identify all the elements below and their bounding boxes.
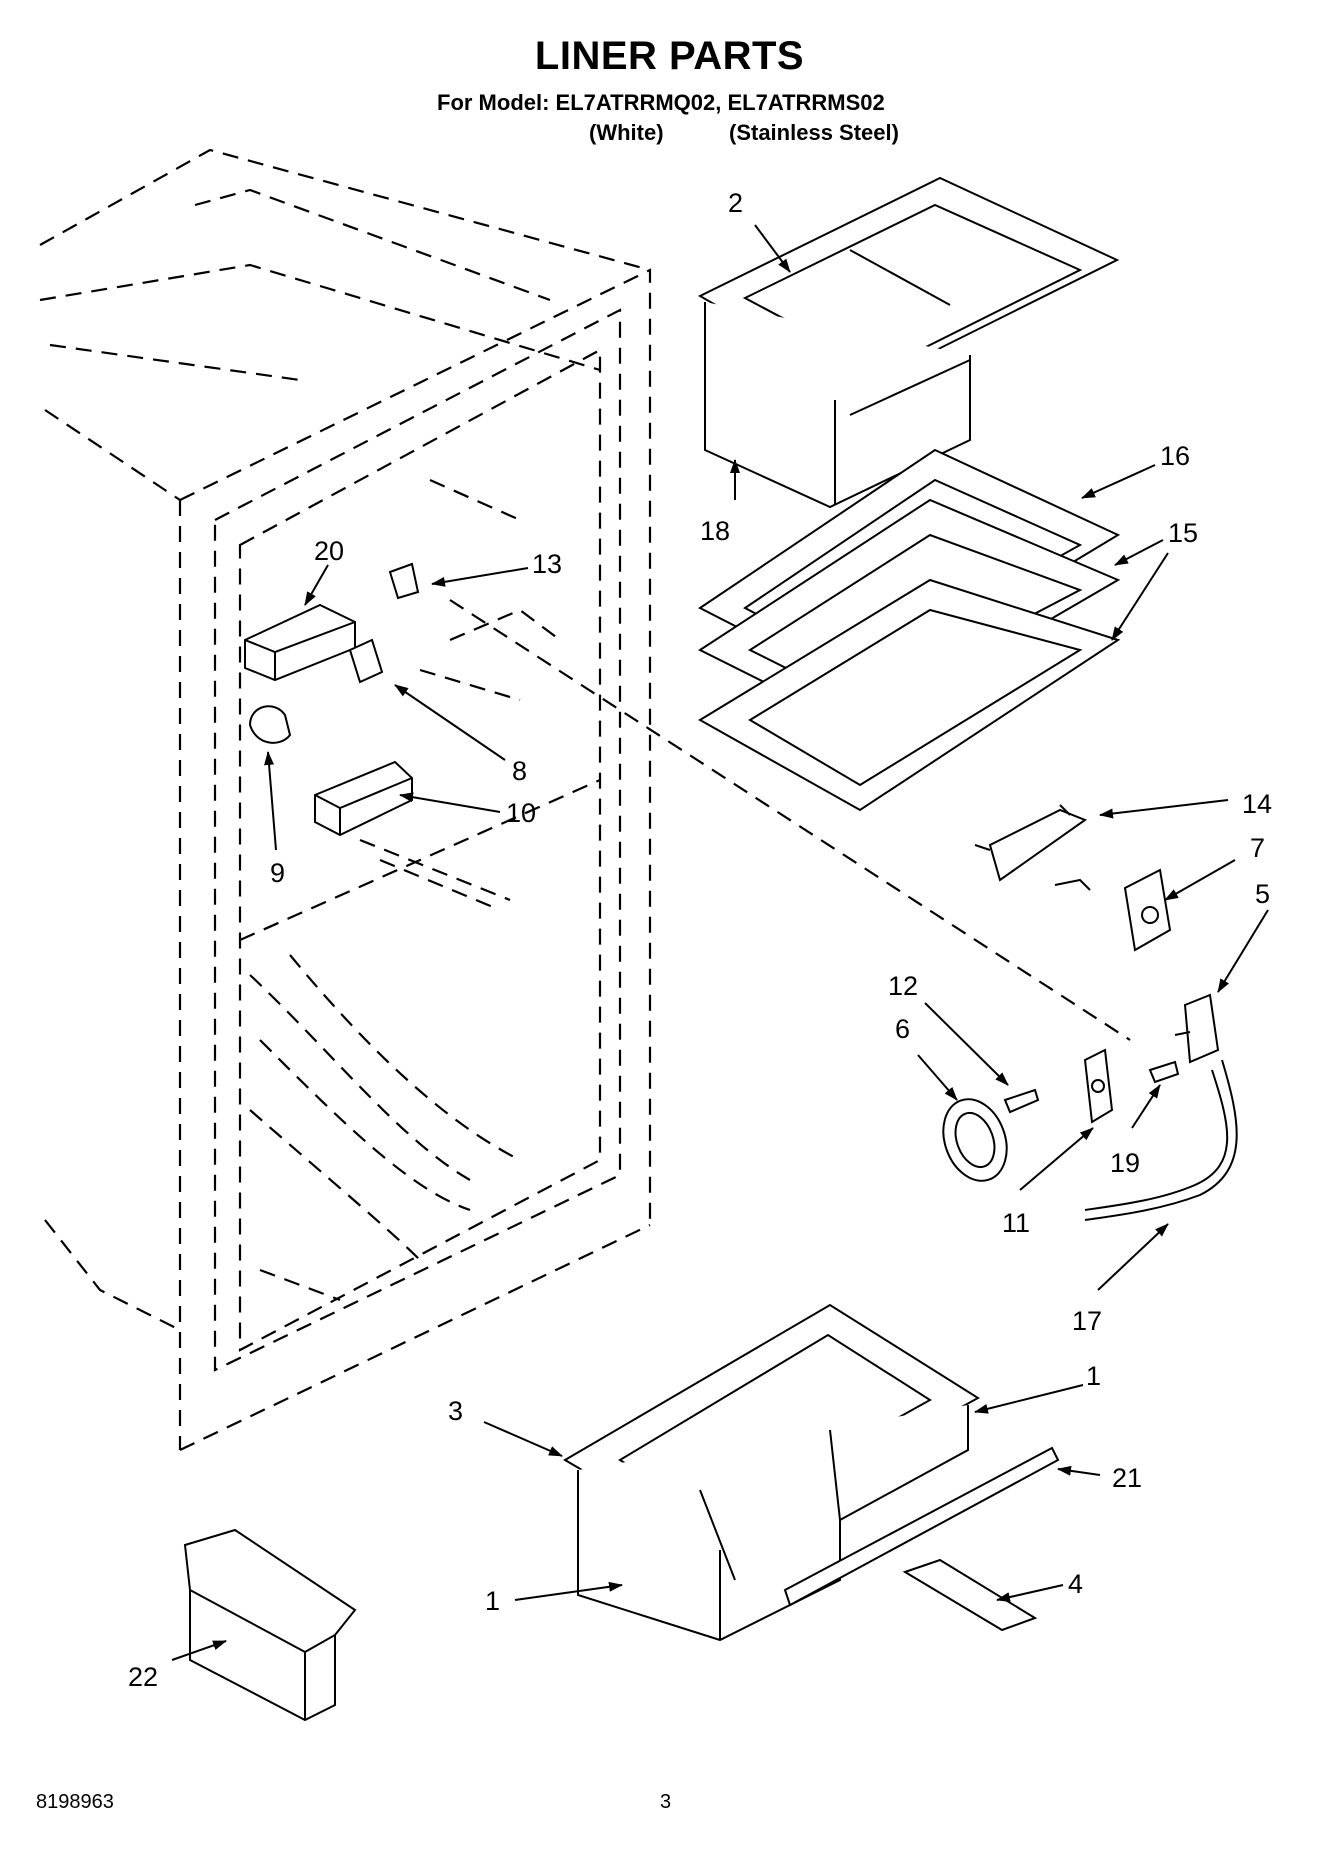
page-title: LINER PARTS — [534, 34, 805, 78]
cabinet-liner-outline — [39, 148, 1131, 1451]
part-17-cord[interactable] — [1084, 1059, 1238, 1221]
part-9-bulb[interactable] — [248, 705, 292, 744]
part-10-shield[interactable] — [314, 760, 413, 837]
part-7-control[interactable] — [1054, 868, 1172, 952]
callout-labels: 2 16 15 18 13 20 8 9 10 14 7 5 12 6 19 1… — [128, 188, 1272, 1692]
part-19-screw[interactable] — [1148, 1060, 1180, 1084]
part-6-knob[interactable] — [932, 1090, 1017, 1189]
part-20-housing[interactable] — [244, 603, 356, 682]
part-13-clip[interactable] — [388, 562, 420, 600]
callout-5: 5 — [1255, 879, 1270, 909]
part-12-screw[interactable] — [1003, 1088, 1040, 1114]
callout-19: 19 — [1110, 1148, 1140, 1178]
callout-8: 8 — [512, 756, 527, 786]
part-4-channel[interactable] — [902, 1558, 1038, 1632]
callout-13: 13 — [532, 549, 562, 579]
callout-9: 9 — [270, 858, 285, 888]
part-15-shelf-frames[interactable] — [697, 498, 1121, 812]
callout-16: 16 — [1160, 441, 1190, 471]
part-21-rail[interactable] — [783, 1446, 1060, 1607]
part-1-pans[interactable] — [577, 1405, 969, 1642]
callout-11: 11 — [1002, 1208, 1030, 1238]
callout-17: 17 — [1072, 1306, 1102, 1336]
callout-21: 21 — [1112, 1463, 1142, 1493]
part-8-socket[interactable] — [348, 638, 384, 684]
callout-7: 7 — [1250, 833, 1265, 863]
callout-3: 3 — [448, 1396, 463, 1426]
callout-4: 4 — [1068, 1569, 1083, 1599]
part-2-pan[interactable] — [697, 176, 1120, 509]
part-14-bracket[interactable] — [974, 804, 1088, 882]
variant-stainless: (Stainless Steel) — [729, 120, 899, 145]
callout-18: 18 — [700, 516, 730, 546]
callout-2: 2 — [728, 188, 743, 218]
callout-15: 15 — [1168, 518, 1198, 548]
document-number: 8198963 — [36, 1791, 114, 1813]
part-5-switch[interactable] — [1174, 993, 1220, 1064]
callout-22: 22 — [128, 1662, 158, 1692]
callout-12: 12 — [888, 971, 918, 1001]
part-11-plate[interactable] — [1083, 1048, 1114, 1124]
callout-1-lower: 1 — [485, 1586, 500, 1616]
page-number: 3 — [660, 1791, 672, 1813]
model-line: For Model: EL7ATRRMQ02, EL7ATRRMS02 — [437, 90, 885, 115]
part-22-bin[interactable] — [183, 1528, 357, 1722]
leader-lines — [171, 224, 1269, 1661]
callout-1-upper: 1 — [1086, 1361, 1101, 1391]
variant-white: (White) — [589, 120, 664, 145]
callout-14: 14 — [1242, 789, 1272, 819]
callout-20: 20 — [314, 536, 344, 566]
callout-6: 6 — [895, 1014, 910, 1044]
callout-10: 10 — [506, 798, 536, 828]
